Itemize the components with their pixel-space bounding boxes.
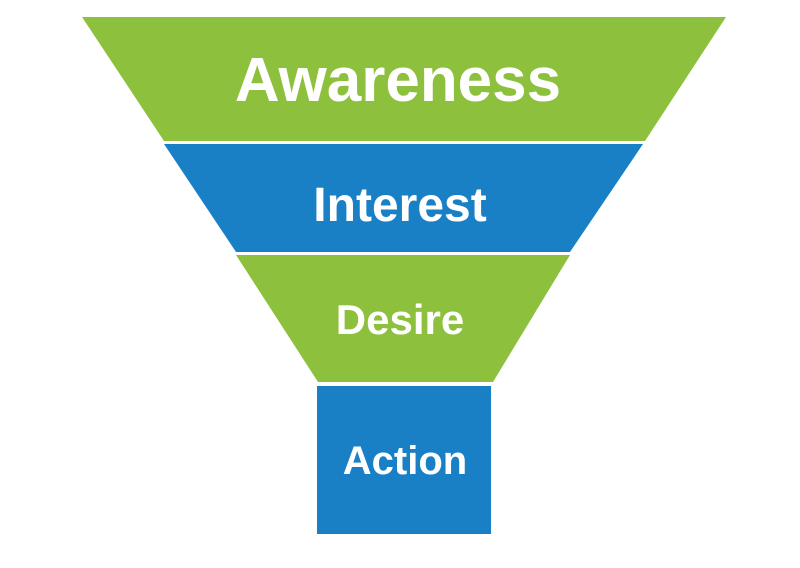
stage-desire-label: Desire <box>336 296 464 343</box>
stage-desire-shape <box>236 255 570 382</box>
stage-awareness: Awareness <box>82 17 726 141</box>
stage-interest: Interest <box>164 144 643 252</box>
stage-action-shape <box>317 386 491 534</box>
stage-action: Action <box>317 386 491 534</box>
stage-awareness-shape <box>82 17 726 141</box>
stage-interest-shape <box>164 144 643 252</box>
stage-desire: Desire <box>236 255 570 382</box>
stage-action-label: Action <box>343 439 467 483</box>
stage-interest-label: Interest <box>313 179 486 232</box>
stage-awareness-label: Awareness <box>235 46 561 115</box>
